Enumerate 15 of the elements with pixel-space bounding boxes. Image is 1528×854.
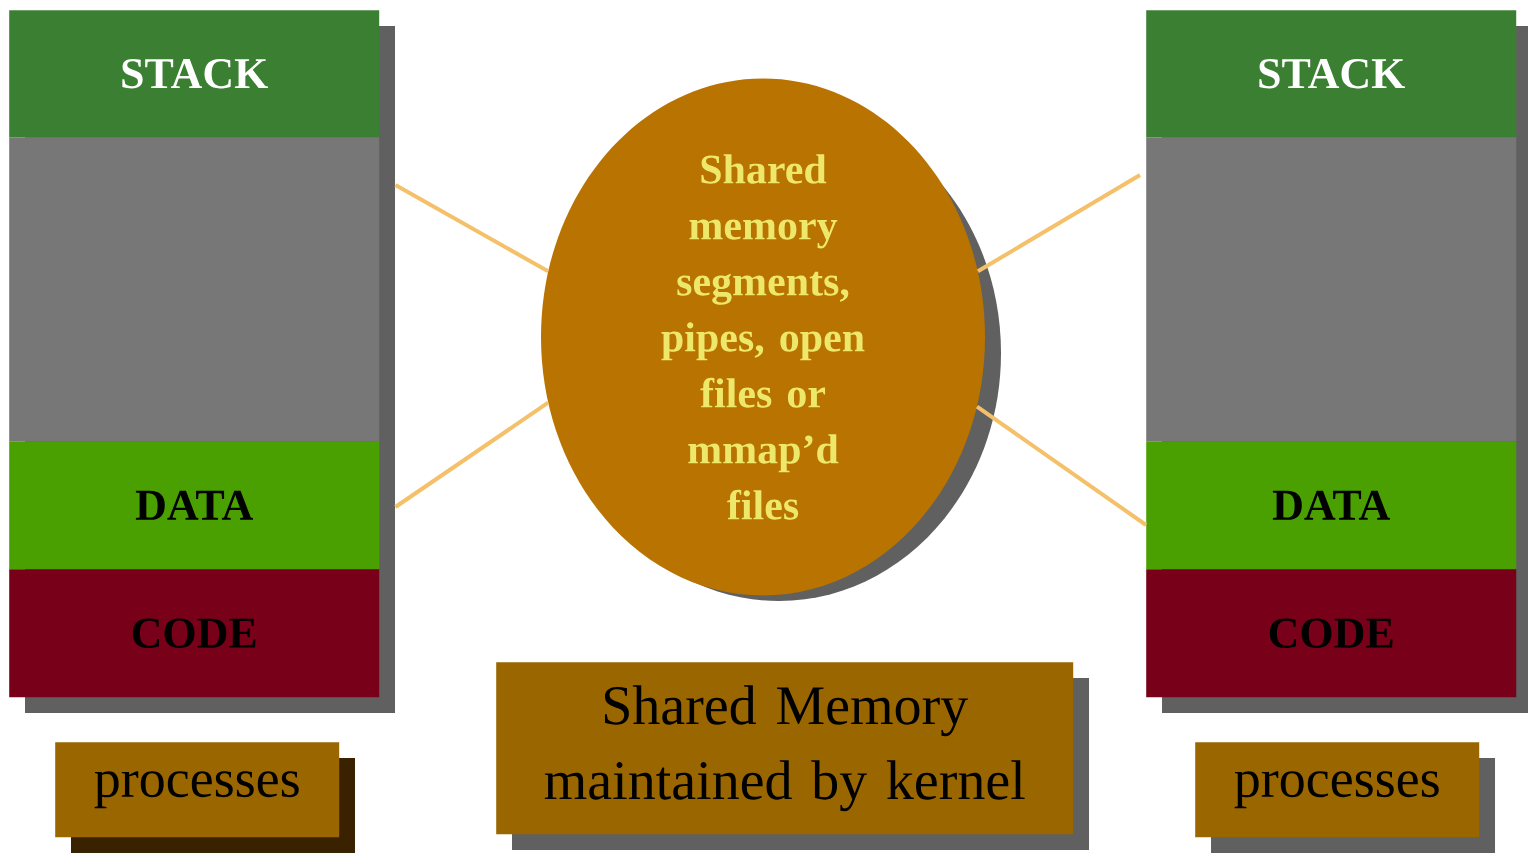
free-space-segment [9, 137, 380, 442]
label-box: processes [1195, 742, 1480, 838]
data-segment: DATA [9, 441, 380, 570]
free-space-segment [1146, 137, 1517, 442]
data-segment: DATA [1146, 441, 1517, 570]
connector-line [976, 173, 1142, 273]
label-box: processes [55, 742, 340, 838]
connector-line [975, 404, 1148, 527]
code-segment: CODE [9, 569, 380, 698]
stack-segment: STACK [1146, 10, 1517, 138]
stack-segment: STACK [9, 10, 380, 138]
connector-line [394, 401, 550, 509]
title-box: Shared Memory maintained by kernel [496, 662, 1074, 835]
connector-line [394, 183, 550, 274]
code-segment: CODE [1146, 569, 1517, 698]
